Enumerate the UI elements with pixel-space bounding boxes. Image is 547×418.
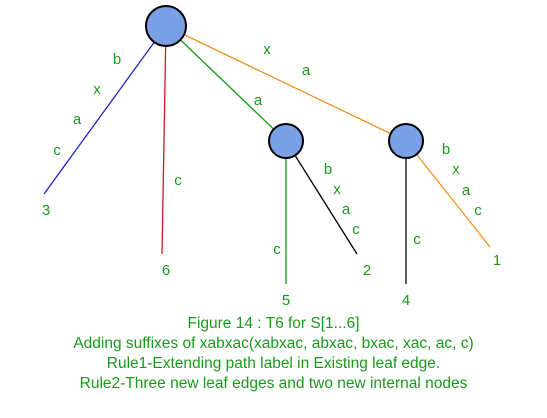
- edge-char-root-to-internal-left-0: a: [254, 92, 263, 109]
- edge-char-internal-right-to-1-0: b: [442, 141, 450, 158]
- caption-title: Figure 14 : T6 for S[1...6]: [187, 315, 360, 332]
- node-root: [145, 5, 187, 47]
- edge-char-internal-left-to-5-0: c: [273, 241, 281, 258]
- edge-char-internal-left-to-2-3: c: [352, 221, 360, 238]
- leaf-label-3: 3: [42, 202, 50, 219]
- edge-char-internal-right-to-1-2: a: [462, 182, 471, 199]
- leaf-labels-layer: 3 6 5 2 4 1: [42, 202, 501, 309]
- edge-root-to-3: [43, 25, 167, 195]
- edge-char-root-to-internal-right-0: x: [263, 41, 271, 58]
- leaf-label-5: 5: [282, 292, 290, 309]
- edge-char-internal-left-to-2-2: a: [342, 201, 351, 218]
- nodes-layer: [145, 5, 424, 159]
- edge-char-root-to-6-0: c: [174, 172, 182, 189]
- edge-char-root-to-3-1: x: [93, 81, 101, 98]
- leaf-label-2: 2: [363, 262, 371, 279]
- edge-root-to-internal-right: [165, 25, 407, 142]
- edge-root-to-internal-left: [165, 25, 287, 142]
- edge-root-to-6: [161, 25, 167, 255]
- edge-char-internal-right-to-1-1: x: [452, 161, 460, 178]
- edge-internal-right-to-1: [405, 140, 491, 248]
- edge-char-internal-right-to-4-0: c: [413, 231, 421, 248]
- caption-rule1: Rule1-Extending path label in Existing l…: [106, 355, 441, 372]
- edge-char-root-to-3-2: a: [73, 111, 82, 128]
- edge-char-root-to-3-3: c: [53, 142, 61, 159]
- leaf-label-6: 6: [162, 262, 170, 279]
- node-internal-right: [388, 123, 424, 159]
- leaf-label-4: 4: [402, 292, 410, 309]
- edge-char-internal-right-to-1-3: c: [474, 202, 482, 219]
- edge-internal-left-to-2: [285, 140, 358, 255]
- figure-caption: Figure 14 : T6 for S[1...6] Adding suffi…: [0, 314, 547, 394]
- caption-rule2: Rule2-Three new leaf edges and two new i…: [79, 375, 468, 392]
- edges-layer: [43, 25, 491, 284]
- edge-char-root-to-3-0: b: [113, 51, 121, 68]
- leaf-label-1: 1: [493, 252, 501, 269]
- edge-char-root-to-internal-right-1: a: [302, 62, 311, 79]
- caption-suffixes: Adding suffixes of xabxac(xabxac, abxac,…: [73, 335, 474, 352]
- edge-char-internal-left-to-2-0: b: [324, 161, 332, 178]
- node-internal-left: [268, 123, 304, 159]
- edge-char-internal-left-to-2-1: x: [333, 181, 341, 198]
